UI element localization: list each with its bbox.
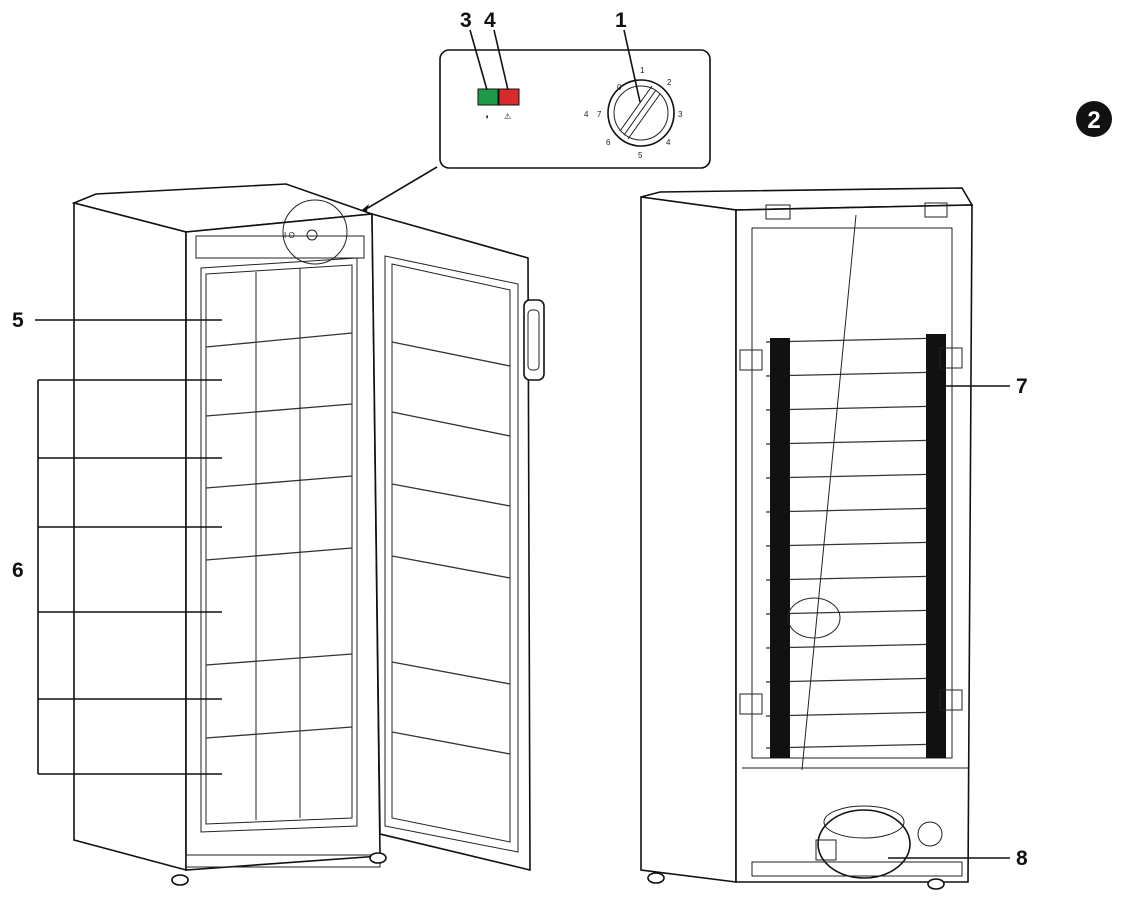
label-7: 7 (1016, 375, 1028, 398)
label-3: 3 (460, 9, 472, 32)
panel-zoom-tag: I O (284, 231, 295, 240)
figure-badge-number: 2 (1087, 107, 1100, 134)
dial-mark-5: 5 (638, 151, 643, 160)
control-panel-highlight (282, 199, 348, 265)
door-handle (523, 299, 545, 381)
dial-mark-0: 0 (617, 83, 622, 92)
label-4: 4 (484, 9, 496, 32)
dial-mark-4: 4 (666, 138, 671, 147)
label-8: 8 (1016, 847, 1028, 870)
label-5: 5 (12, 309, 24, 332)
red-indicator-light (498, 88, 520, 106)
condenser-coil (739, 214, 963, 771)
figure-badge: 2 (1076, 101, 1112, 137)
callouts-left: 5 6 (12, 309, 222, 775)
red-indicator-symbol: ⚠ (504, 112, 511, 121)
dial-mark-1: 1 (640, 66, 645, 75)
callouts-right: 7 8 (888, 375, 1028, 870)
compressor (742, 767, 968, 879)
label-1: 1 (615, 9, 627, 32)
freezer-front-view: I O (71, 183, 545, 886)
dial-mark-7: 7 (597, 110, 602, 119)
dial-side-mark: 4 (584, 110, 589, 119)
green-indicator-light (477, 88, 499, 106)
dial-mark-6: 6 (606, 138, 611, 147)
dial-mark-3: 3 (678, 110, 683, 119)
door-shelves (391, 341, 511, 755)
green-indicator-symbol: ◑ (484, 112, 489, 121)
control-panel-inset: ◑ ⚠ 0 1 2 3 4 5 6 7 4 (355, 29, 711, 216)
dial-mark-2: 2 (667, 78, 672, 87)
freezer-rear-view (640, 187, 974, 890)
thermostat-dial: 0 1 2 3 4 5 6 7 4 (584, 66, 683, 160)
drawer-shelves (205, 332, 353, 739)
label-6: 6 (12, 559, 24, 582)
